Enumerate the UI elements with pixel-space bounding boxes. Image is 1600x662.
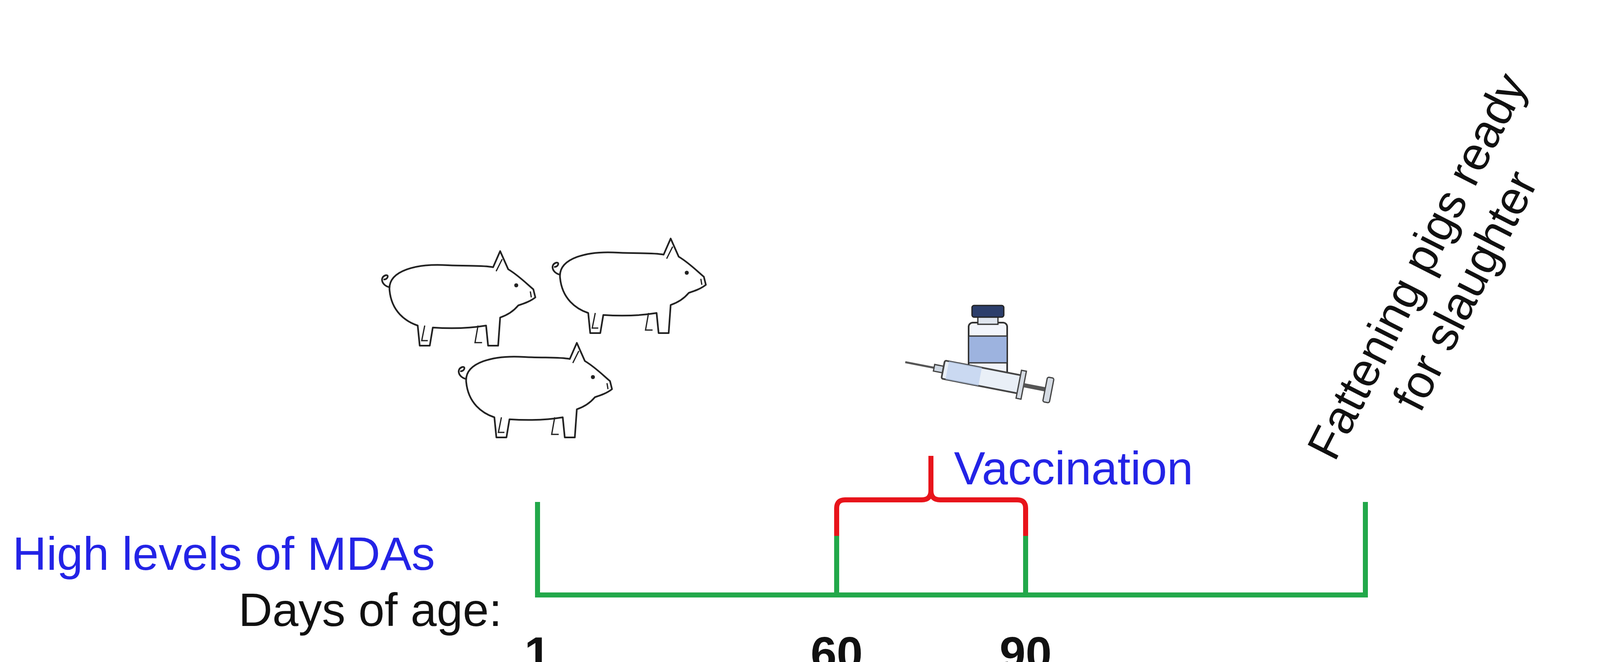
- vaccine-icon: [902, 305, 1055, 405]
- axis-title: Days of age:: [238, 583, 502, 638]
- pig-illustration: [382, 238, 706, 438]
- timeline-axis: [537, 501, 1366, 595]
- tick-value: 1: [524, 626, 551, 662]
- bracket-label: Vaccination: [953, 441, 1194, 496]
- tick-value: 60: [810, 626, 864, 662]
- tick-value: 90: [999, 626, 1053, 662]
- endpoint-label: Fattening pigs ready for slaughter: [1290, 52, 1593, 505]
- axis-note: High levels of MDAs: [12, 527, 435, 582]
